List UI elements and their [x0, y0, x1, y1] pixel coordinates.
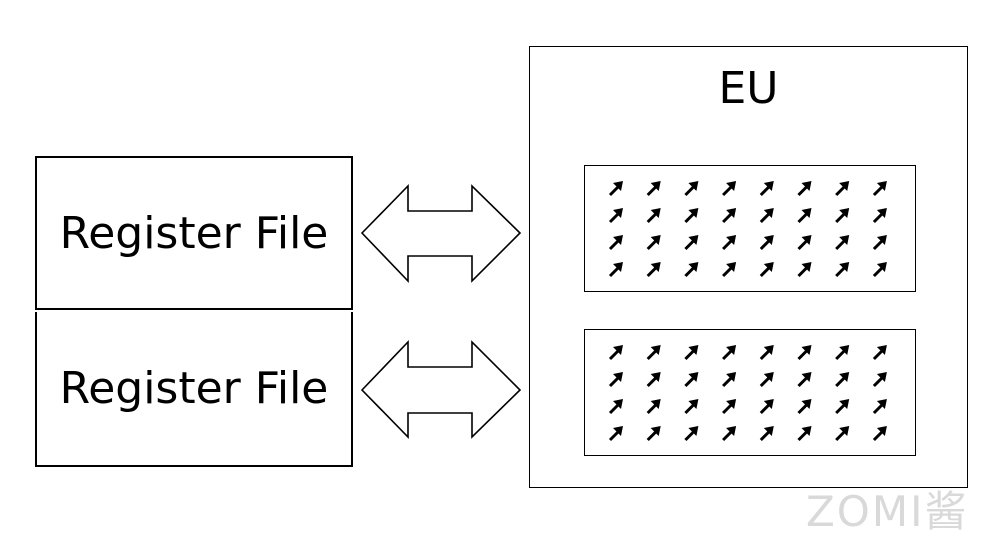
core-arrow-icon [835, 345, 850, 361]
core-arrow-icon [608, 262, 623, 278]
core-arrow-icon [759, 399, 774, 415]
register-file-2-label: Register File [59, 363, 329, 414]
core-arrow-icon [759, 181, 774, 197]
core-arrow-icon [759, 372, 774, 388]
core-arrow-icon [759, 235, 774, 251]
core-arrow-icon [646, 372, 661, 388]
core-arrow-icon [835, 181, 850, 197]
core-arrow-icon [684, 262, 699, 278]
eu-title: EU [718, 63, 779, 114]
core-arrow-icon [608, 426, 623, 442]
core-arrow-icon [608, 235, 623, 251]
core-arrow-icon [759, 426, 774, 442]
core-arrow-icon [684, 399, 699, 415]
core-arrow-icon [872, 262, 887, 278]
core-arrow-icon [684, 372, 699, 388]
core-arrow-icon [684, 208, 699, 224]
core-arrow-icon [759, 262, 774, 278]
bidirectional-arrow-2 [360, 340, 522, 439]
core-arrow-icon [608, 208, 623, 224]
core-block-2 [584, 329, 916, 456]
core-arrow-icon [722, 235, 737, 251]
core-arrow-icon [646, 426, 661, 442]
core-block-1 [584, 165, 916, 292]
core-arrow-icon [722, 399, 737, 415]
core-grid-2 [608, 345, 887, 442]
core-arrow-icon [646, 345, 661, 361]
core-arrow-icon [684, 426, 699, 442]
core-arrow-icon [797, 262, 812, 278]
core-arrow-icon [835, 262, 850, 278]
bidirectional-arrow-1 [360, 184, 522, 283]
core-arrow-icon [684, 345, 699, 361]
core-arrow-icon [722, 262, 737, 278]
core-arrow-icon [797, 235, 812, 251]
core-arrow-icon [835, 208, 850, 224]
core-arrow-icon [797, 372, 812, 388]
core-arrow-icon [759, 345, 774, 361]
core-arrow-icon [684, 235, 699, 251]
core-grid-1 [608, 181, 887, 278]
core-arrow-icon [872, 208, 887, 224]
core-arrow-icon [872, 181, 887, 197]
core-arrow-icon [646, 235, 661, 251]
core-arrow-icon [835, 426, 850, 442]
register-file-1: Register File [35, 156, 353, 310]
watermark-text: ZOMI酱 [806, 487, 969, 536]
core-arrow-icon [872, 372, 887, 388]
core-arrow-icon [608, 399, 623, 415]
core-arrow-icon [797, 426, 812, 442]
core-arrow-icon [797, 399, 812, 415]
core-arrow-icon [872, 399, 887, 415]
core-arrow-icon [722, 181, 737, 197]
core-arrow-icon [722, 345, 737, 361]
core-arrow-icon [759, 208, 774, 224]
core-arrow-icon [684, 181, 699, 197]
core-arrow-icon [722, 372, 737, 388]
register-file-2: Register File [35, 312, 353, 467]
core-arrow-icon [722, 426, 737, 442]
core-arrow-icon [797, 181, 812, 197]
core-arrow-icon [872, 426, 887, 442]
core-arrow-icon [872, 345, 887, 361]
core-arrow-icon [646, 208, 661, 224]
core-arrow-icon [608, 181, 623, 197]
core-arrow-icon [835, 372, 850, 388]
core-arrow-icon [722, 208, 737, 224]
core-arrow-icon [872, 235, 887, 251]
core-arrow-icon [608, 345, 623, 361]
core-arrow-icon [797, 208, 812, 224]
core-arrow-icon [797, 345, 812, 361]
core-arrow-icon [646, 262, 661, 278]
core-arrow-icon [646, 181, 661, 197]
core-arrow-icon [608, 372, 623, 388]
register-file-1-label: Register File [59, 207, 329, 259]
core-arrow-icon [646, 399, 661, 415]
core-arrow-icon [835, 399, 850, 415]
execution-unit: EU [529, 46, 968, 488]
core-arrow-icon [835, 235, 850, 251]
